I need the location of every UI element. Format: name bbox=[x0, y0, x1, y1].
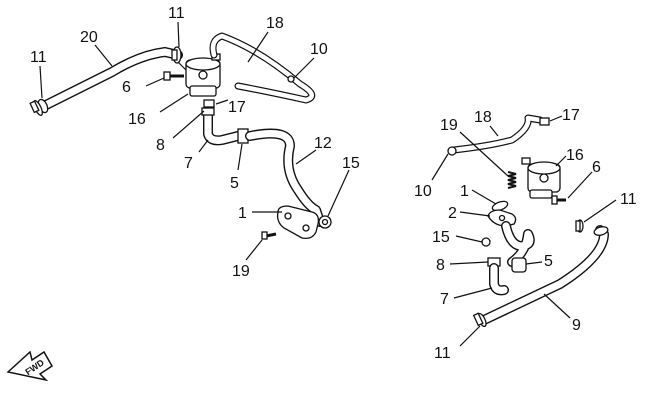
screw-6-right bbox=[551, 195, 566, 205]
hose-20 bbox=[37, 47, 183, 114]
callout-11: 11 bbox=[30, 49, 47, 66]
washer-15-right bbox=[481, 237, 491, 247]
callout-8: 8 bbox=[156, 137, 165, 154]
callout-20: 20 bbox=[80, 29, 98, 46]
clip-8 bbox=[201, 107, 215, 116]
callout-18: 18 bbox=[266, 15, 284, 32]
right-assembly: 19 18 17 16 10 1 6 11 2 15 8 5 7 9 11 bbox=[414, 107, 637, 362]
clip-11-pump bbox=[171, 46, 182, 64]
hose-18-right bbox=[450, 114, 544, 154]
callout-11-pump: 11 bbox=[168, 5, 185, 22]
callout-7: 7 bbox=[184, 155, 193, 172]
fuel-pump-16 bbox=[177, 53, 221, 97]
callout-15: 15 bbox=[342, 155, 360, 172]
callout-12: 12 bbox=[314, 135, 332, 152]
hose-12 bbox=[245, 128, 325, 227]
hose-7 bbox=[203, 109, 243, 146]
callout-8-right: 8 bbox=[436, 257, 445, 274]
callout-5: 5 bbox=[230, 175, 239, 192]
clip-11-right-upper bbox=[575, 219, 584, 233]
callout-18-right: 18 bbox=[474, 109, 492, 126]
hose-connector-right bbox=[501, 221, 535, 267]
clip-17 bbox=[203, 99, 215, 108]
callout-15-right: 15 bbox=[432, 229, 450, 246]
callout-17-right: 17 bbox=[562, 107, 580, 124]
callout-6-right: 6 bbox=[592, 159, 601, 176]
callout-11-right-lower: 11 bbox=[434, 345, 451, 362]
callout-19: 19 bbox=[232, 263, 250, 280]
callout-9-right: 9 bbox=[572, 317, 581, 334]
bolt-19 bbox=[261, 231, 277, 240]
clip-11-left-end bbox=[29, 99, 43, 117]
fuel-pump-16-right bbox=[521, 157, 561, 199]
callout-10-right: 10 bbox=[414, 183, 432, 200]
clip-17-right bbox=[539, 117, 550, 126]
callout-11-right-upper: 11 bbox=[620, 191, 637, 208]
callout-19-right: 19 bbox=[440, 117, 458, 134]
screw-6 bbox=[163, 71, 184, 81]
washer-15 bbox=[318, 215, 332, 229]
callout-7-right: 7 bbox=[440, 291, 449, 308]
hose-7-right bbox=[489, 263, 509, 296]
callout-5-right: 5 bbox=[544, 253, 553, 270]
hose-18 bbox=[209, 32, 316, 104]
callout-17: 17 bbox=[228, 99, 246, 116]
callout-1: 1 bbox=[238, 205, 247, 222]
right-leader-lines bbox=[431, 115, 617, 347]
left-leader-lines bbox=[39, 21, 350, 261]
callout-6: 6 bbox=[122, 79, 131, 96]
spring-19-right bbox=[507, 171, 517, 189]
fitting-10-right bbox=[447, 146, 457, 156]
callout-16: 16 bbox=[128, 111, 146, 128]
left-assembly: 20 11 18 10 11 6 16 17 8 12 7 5 15 1 19 bbox=[29, 5, 360, 280]
clip-5-right bbox=[511, 257, 527, 273]
callout-10: 10 bbox=[310, 41, 328, 58]
mounting-plate-1 bbox=[276, 205, 320, 240]
callout-2-right: 2 bbox=[448, 205, 457, 222]
clip-11-right-lower bbox=[472, 312, 487, 328]
fitting-10 bbox=[287, 75, 295, 83]
forward-direction-arrow-icon: FWD bbox=[6, 350, 53, 382]
callout-1-right: 1 bbox=[460, 183, 469, 200]
callout-16-right: 16 bbox=[566, 147, 584, 164]
hose-9-right bbox=[479, 225, 609, 325]
